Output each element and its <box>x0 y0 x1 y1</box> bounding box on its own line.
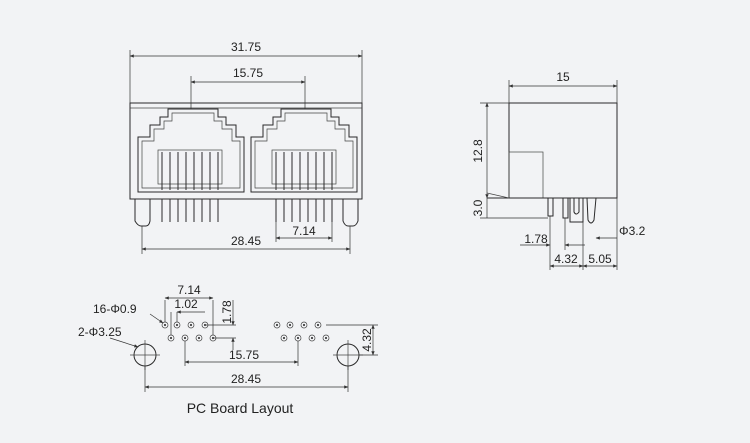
front-view: 31.75 15.75 7.14 28.45 <box>129 40 363 254</box>
dim-row-spacing: 1.78 <box>220 300 234 324</box>
dim-depth: 15 <box>556 70 570 84</box>
right-port <box>250 108 358 193</box>
dim-overall-width: 31.75 <box>231 40 261 54</box>
dim-peg-to-row: 4.32 <box>360 328 374 352</box>
dim-peg-spacing: 28.45 <box>231 234 261 248</box>
right-peg <box>342 199 359 227</box>
dim-pin-to-peg: 4.32 <box>554 252 578 266</box>
board-layout-caption: PC Board Layout <box>187 400 294 416</box>
dim-height: 12.8 <box>471 139 485 163</box>
dim-peg-to-rear: 5.05 <box>588 252 612 266</box>
dim-port-pitch: 15.75 <box>233 66 263 80</box>
left-peg <box>134 199 151 227</box>
dim-standoff: 3.0 <box>471 199 485 216</box>
right-pin-holes <box>273 321 330 342</box>
label-peg-holes: 2-Φ3.25 <box>78 325 122 339</box>
board-layout: 7.14 1.02 16-Φ0.9 1.78 2-Φ3.25 15.75 4.3… <box>78 283 378 416</box>
housing-outline <box>129 102 363 200</box>
label-pin-holes: 16-Φ0.9 <box>93 302 137 316</box>
side-housing <box>508 102 618 199</box>
left-port <box>137 108 245 193</box>
side-view: 15 12.8 3.0 1.78 Φ3.2 4.32 5.05 <box>471 70 646 270</box>
dim-pin-offset: 1.78 <box>524 232 548 246</box>
dim-pin-pitch: 1.02 <box>174 297 198 311</box>
dim-pin-span: 7.14 <box>177 283 201 297</box>
dim-peg-diameter: Φ3.2 <box>619 224 646 238</box>
right-peg-hole <box>333 340 363 370</box>
dim-pin-group: 7.14 <box>292 224 316 238</box>
left-peg-hole <box>130 340 160 370</box>
dim-port-pitch-board: 15.75 <box>229 348 259 362</box>
front-pins <box>161 199 333 222</box>
dim-peg-spacing-board: 28.45 <box>231 372 261 386</box>
